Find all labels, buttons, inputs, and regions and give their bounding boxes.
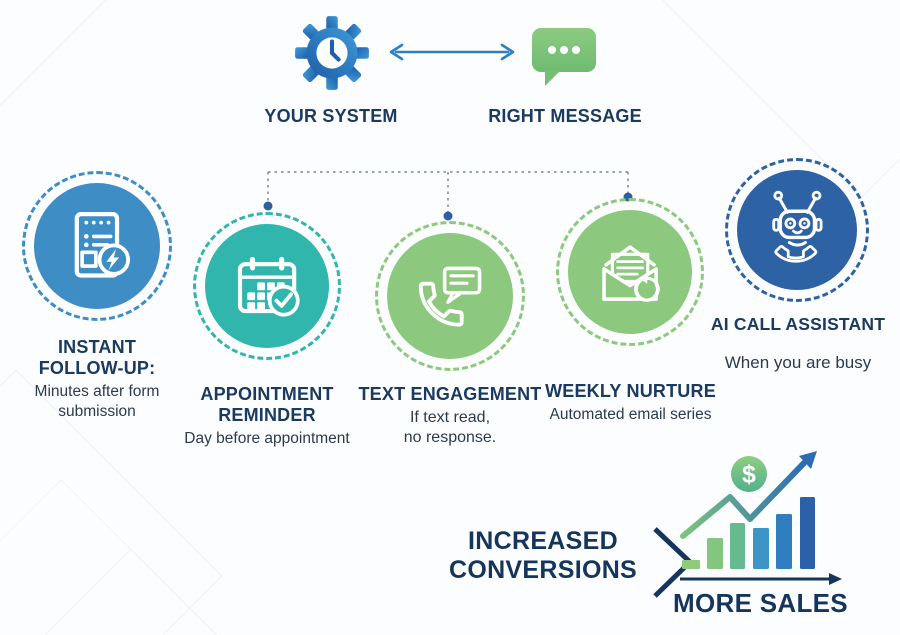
node-text-engagement-text: TEXT ENGAGEMENT If text read, no respons… — [355, 384, 545, 449]
node-title: APPOINTMENT REMINDER — [200, 384, 334, 425]
node-title: TEXT ENGAGEMENT — [358, 384, 542, 404]
increased-conversions-label: INCREASED CONVERSIONS — [448, 527, 638, 584]
chat-bubble-icon — [532, 28, 596, 86]
node-subtitle: Minutes after form submission — [34, 382, 160, 420]
dollar-icon — [731, 456, 767, 492]
more-sales-label: MORE SALES — [673, 588, 848, 618]
node-text-engagement — [375, 221, 525, 371]
node-instant-followup-text: INSTANT FOLLOW-UP: Minutes after form su… — [7, 337, 187, 421]
node-title: AI CALL ASSISTANT — [710, 314, 886, 334]
node-title: WEEKLY NURTURE — [545, 381, 716, 401]
background-shape — [0, 479, 218, 635]
sales-growth-chart: $ — [680, 451, 842, 585]
node-appointment-reminder — [193, 212, 341, 360]
your-system-label: YOUR SYSTEM — [264, 106, 398, 126]
node-weekly-nurture — [556, 198, 704, 346]
growth-trend-line — [680, 460, 807, 539]
node-instant-followup — [22, 171, 172, 321]
node-appointment-reminder-text: APPOINTMENT REMINDER Day before appointm… — [177, 384, 357, 449]
bidirectional-arrow-icon — [389, 43, 515, 61]
phone-chat-icon — [418, 266, 482, 327]
node-subtitle: Day before appointment — [184, 429, 350, 447]
node-ai-call-assistant-text: AI CALL ASSISTANT When you are busy — [703, 314, 893, 374]
gear-clock-icon — [295, 16, 369, 90]
email-refresh-icon — [602, 245, 660, 302]
background-shape — [23, 548, 239, 635]
node-title: INSTANT FOLLOW-UP: — [38, 337, 156, 378]
robot-phone-icon — [771, 190, 823, 263]
background-shape — [0, 0, 131, 141]
node-weekly-nurture-text: WEEKLY NURTURE Automated email series — [538, 381, 723, 425]
node-ai-call-assistant — [725, 158, 869, 302]
dotted-connector-lines — [263, 171, 633, 221]
bar-series — [682, 497, 815, 569]
calendar-check-icon — [237, 256, 300, 317]
dollar-symbol: $ — [742, 461, 756, 489]
node-subtitle: When you are busy — [724, 353, 872, 373]
node-subtitle: If text read, no response. — [403, 408, 497, 447]
growth-arrowhead — [799, 451, 817, 469]
right-message-label: RIGHT MESSAGE — [488, 106, 642, 126]
node-subtitle: Automated email series — [549, 405, 712, 423]
form-lightning-icon — [74, 212, 131, 278]
axis-arrowhead — [829, 573, 842, 585]
